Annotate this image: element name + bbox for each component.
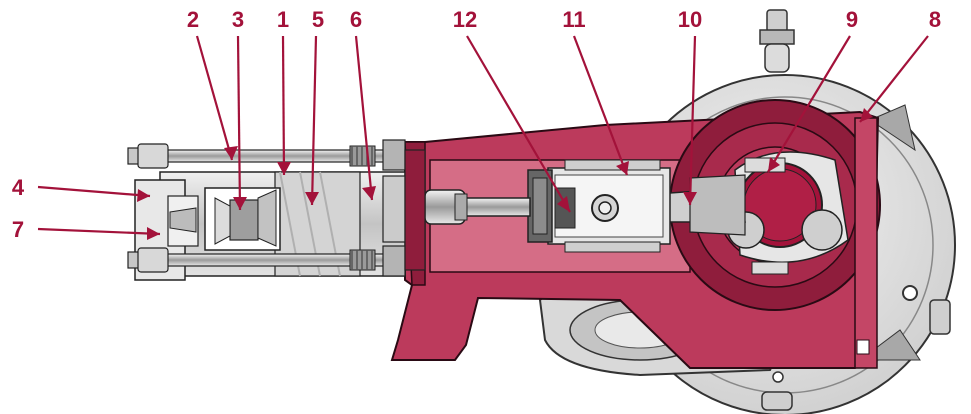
arrowhead-6 — [362, 186, 376, 200]
callout-arrowheads — [137, 108, 873, 240]
leader-8 — [859, 35, 929, 123]
callout-leaders — [37, 35, 929, 236]
crankshaft-assembly — [727, 151, 849, 275]
callout-3: 3 — [232, 7, 244, 32]
leader-7 — [37, 227, 161, 236]
arrowhead-7 — [147, 227, 160, 240]
arrowhead-3 — [233, 197, 247, 210]
callout-8: 8 — [929, 7, 941, 32]
leader-6 — [354, 35, 374, 201]
arrowhead-8 — [860, 108, 873, 122]
callout-9: 9 — [846, 7, 858, 32]
arrowhead-12 — [557, 196, 570, 212]
arrowhead-4 — [137, 189, 150, 202]
leader-9 — [767, 35, 851, 173]
leader-2 — [195, 35, 234, 161]
leader-11 — [572, 35, 629, 176]
housing-bottom-lug — [761, 391, 793, 411]
arrowhead-9 — [768, 157, 780, 172]
arrowhead-2 — [224, 146, 238, 160]
housing-side-lug — [929, 299, 951, 335]
leader-4 — [37, 185, 151, 198]
callout-1: 1 — [277, 7, 289, 32]
callout-2: 2 — [187, 7, 199, 32]
leader-5 — [310, 35, 318, 206]
callout-11: 11 — [562, 7, 585, 32]
leader-10 — [688, 35, 697, 206]
leader-3 — [236, 35, 242, 211]
housing-top-bolt — [759, 9, 795, 73]
tie-rods — [127, 139, 426, 277]
arrowhead-5 — [305, 192, 319, 205]
callout-12: 12 — [453, 7, 477, 32]
leader-1 — [281, 35, 286, 176]
callout-numbers: 2 3 1 5 6 12 11 10 9 8 4 7 — [12, 7, 941, 242]
callout-10: 10 — [678, 7, 702, 32]
arrowhead-10 — [683, 192, 697, 205]
callout-6: 6 — [350, 7, 362, 32]
arrowhead-1 — [277, 162, 291, 175]
arrowhead-11 — [616, 161, 629, 175]
callout-7: 7 — [12, 217, 24, 242]
callout-5: 5 — [312, 7, 324, 32]
leader-12 — [466, 35, 571, 213]
callout-4: 4 — [12, 175, 25, 200]
